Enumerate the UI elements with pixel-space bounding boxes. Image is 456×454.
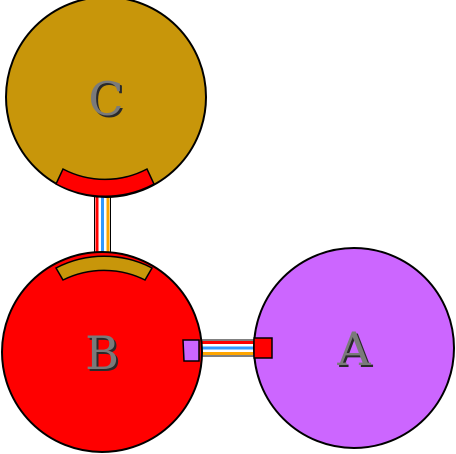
node-b-port-right xyxy=(182,339,200,362)
connector-b-a-wire-white-2 xyxy=(198,349,258,352)
node-a-port-left xyxy=(253,337,273,359)
node-b-label-shadow: B xyxy=(87,328,121,382)
connector-b-a xyxy=(197,339,259,357)
node-b-label: B xyxy=(85,326,119,380)
connector-c-b-wire-orange xyxy=(106,196,110,260)
connector-b-a-wire-blue xyxy=(198,346,258,350)
node-a-label: A xyxy=(336,322,371,376)
connector-b-a-wire-orange xyxy=(198,352,258,355)
node-a[interactable]: A A xyxy=(253,247,455,449)
node-b-port-top xyxy=(54,255,154,281)
connector-c-b-wire-red xyxy=(95,196,99,260)
connector-c-b xyxy=(94,195,111,261)
node-c-label: C xyxy=(88,72,123,126)
node-c-label-shadow: C xyxy=(90,74,125,128)
node-b-circle[interactable] xyxy=(1,251,203,453)
connector-b-a-wire-white xyxy=(198,344,258,347)
connector-b-a-wire-red xyxy=(198,341,258,344)
node-c[interactable]: C C xyxy=(5,0,207,198)
node-c-port-bottom xyxy=(55,167,155,197)
connector-c-b-wire-blue xyxy=(101,196,104,260)
connector-c-b-wire-white-2 xyxy=(104,196,107,260)
node-a-label-shadow: A xyxy=(338,324,373,378)
node-b[interactable]: B B xyxy=(1,251,203,453)
connector-c-b-wire-white xyxy=(98,196,101,260)
